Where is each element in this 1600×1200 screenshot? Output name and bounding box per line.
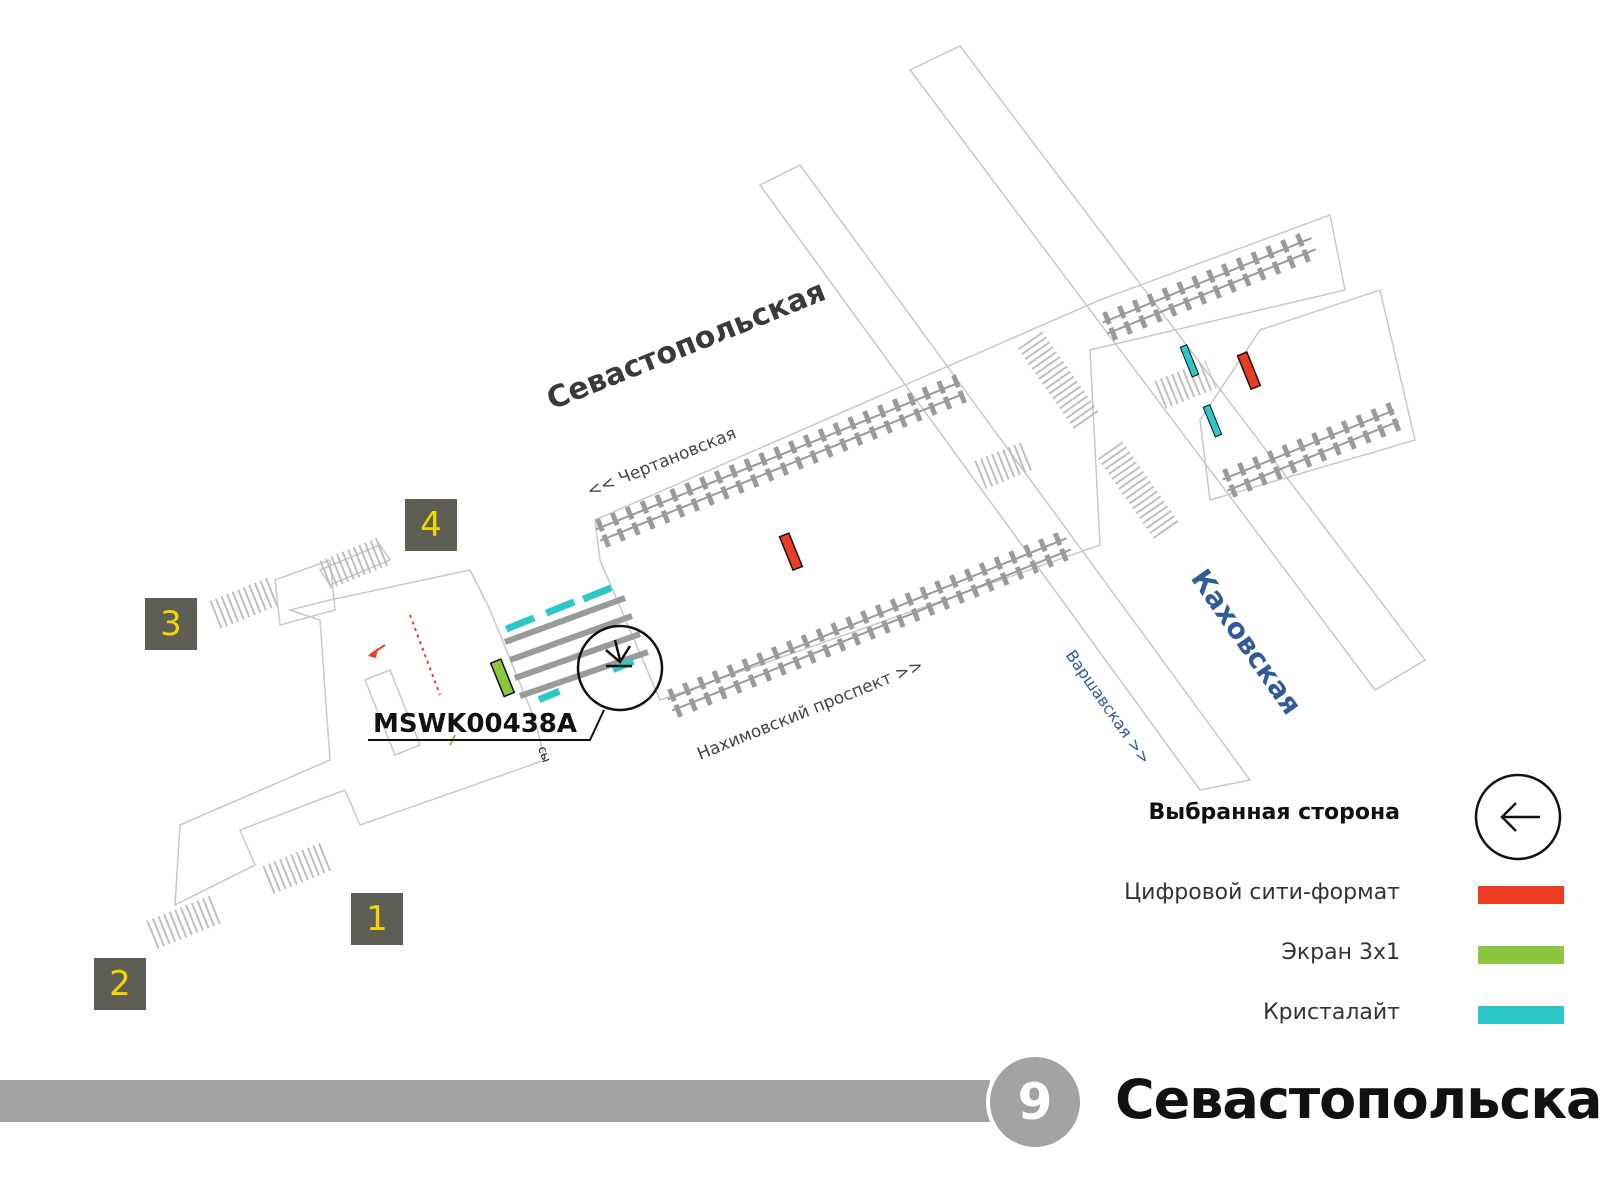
line-number-badge: 9 (986, 1053, 1084, 1151)
station-title: Севастопольская (1115, 1068, 1600, 1131)
legend-swatch-crystallite (1478, 1006, 1564, 1024)
escalators (503, 595, 649, 699)
street-label-kakhovskaya: Каховская (1184, 563, 1308, 721)
metro-line-bar (0, 1080, 990, 1122)
legend-swatch-screen-3x1 (1478, 946, 1564, 964)
screen-3x1-placement (489, 658, 516, 698)
arrow-left-circle-icon (1474, 773, 1562, 861)
placement-callout-line (368, 709, 605, 741)
exit-2-badge: 2 (94, 958, 146, 1010)
railway-tracks (592, 229, 1403, 719)
arrow-down-circle-icon[interactable] (576, 624, 664, 712)
exit-4-badge: 4 (405, 499, 457, 551)
legend-item-label: Кристалайт (1263, 1000, 1400, 1025)
legend-item-label: Цифровой сити-формат (1124, 880, 1400, 905)
crystallite-placements (504, 344, 1223, 703)
legend-swatch-digital-city-format (1478, 886, 1564, 904)
legend-item-label: Экран 3x1 (1281, 940, 1401, 965)
placement-id-label: MSWK00438A (373, 709, 577, 739)
legend-selected-side-label: Выбранная сторона (1148, 800, 1400, 825)
exit-1-badge: 1 (351, 893, 403, 945)
digital-city-format-placements (778, 351, 1262, 572)
cashier-label: сы (535, 744, 554, 764)
street-label-sevastopolskaya: Севастопольская (542, 274, 831, 418)
exit-3-badge: 3 (145, 598, 197, 650)
stairs (146, 331, 1217, 949)
lobby-marks (368, 614, 456, 746)
building-outlines (174, 45, 1427, 907)
